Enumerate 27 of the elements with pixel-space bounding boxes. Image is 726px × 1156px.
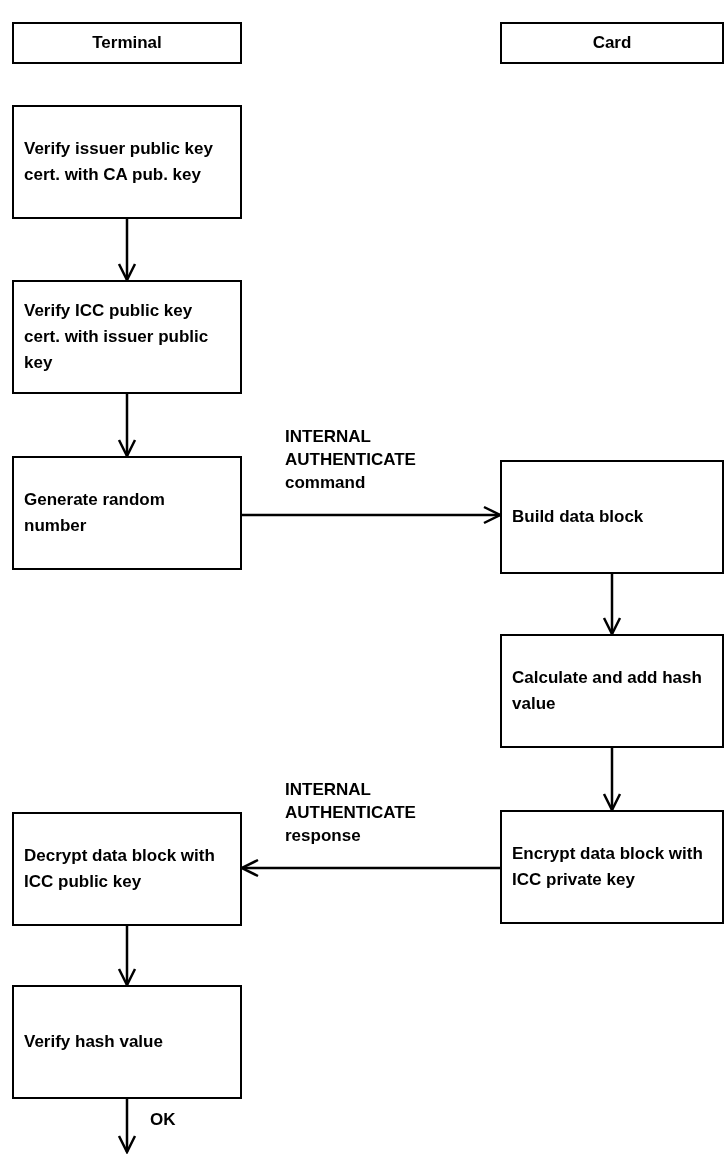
lane-header-box [500, 22, 724, 64]
process-box [500, 810, 724, 924]
arrow [602, 574, 622, 636]
box-label: Terminal [92, 32, 162, 54]
box-label: Card [592, 32, 632, 54]
box-label: Encrypt data block with ICC private key [512, 843, 704, 891]
box-label: Build data block [512, 506, 645, 528]
arrow [117, 394, 137, 458]
lane-header-box [12, 22, 242, 64]
arrow [117, 1099, 137, 1154]
process-box [500, 634, 724, 748]
box-label: Calculate and add hash value [512, 667, 703, 715]
process-box [12, 985, 242, 1099]
process-box [12, 812, 242, 926]
box-label: Verify ICC public key cert. with issuer public key [24, 300, 210, 374]
arrow [117, 219, 137, 282]
process-box [12, 456, 242, 570]
arrow [117, 926, 137, 987]
box-label: Generate random number [24, 489, 166, 537]
process-box [12, 105, 242, 219]
box-label: Verify issuer public key cert. with CA pub. key [24, 138, 214, 186]
box-label: Verify hash value [24, 1031, 164, 1053]
arrow [602, 748, 622, 812]
process-box [500, 460, 724, 574]
box-label: Decrypt data block with ICC public key [24, 845, 216, 893]
arrow [242, 505, 502, 525]
process-box [12, 280, 242, 394]
